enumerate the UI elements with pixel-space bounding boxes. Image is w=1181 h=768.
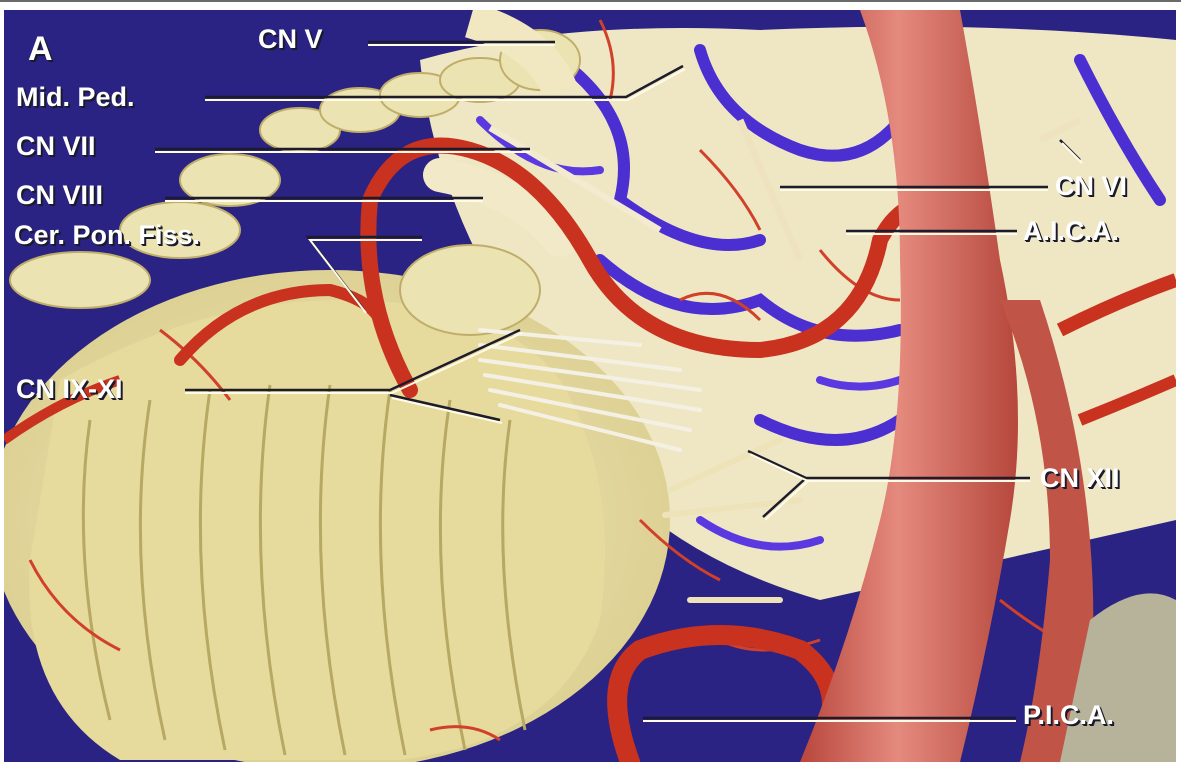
label-cn-ix-xi: CN IX-XI bbox=[16, 374, 123, 404]
panel-letter: A bbox=[28, 30, 53, 68]
label-mid-ped: Mid. Ped. bbox=[16, 82, 135, 112]
label-cn-viii: CN VIII bbox=[16, 180, 104, 210]
top-border bbox=[0, 0, 1181, 2]
brainstem-cerebellum-illustration bbox=[4, 10, 1176, 762]
label-cn-v: CN V bbox=[258, 24, 323, 54]
leader-lines bbox=[155, 40, 1083, 722]
label-pica: P.I.C.A. bbox=[1023, 700, 1115, 730]
label-cer-pon-fiss: Cer. Pon. Fiss. bbox=[14, 220, 201, 250]
label-cn-vi: CN VI bbox=[1055, 171, 1128, 201]
label-cn-vii: CN VII bbox=[16, 131, 96, 161]
label-cn-xii: CN XII bbox=[1040, 463, 1120, 493]
anatomical-photograph: A CN V Mid. Ped. CN VII CN VIII Cer. Pon… bbox=[4, 10, 1176, 762]
label-aica: A.I.C.A. bbox=[1023, 216, 1120, 246]
